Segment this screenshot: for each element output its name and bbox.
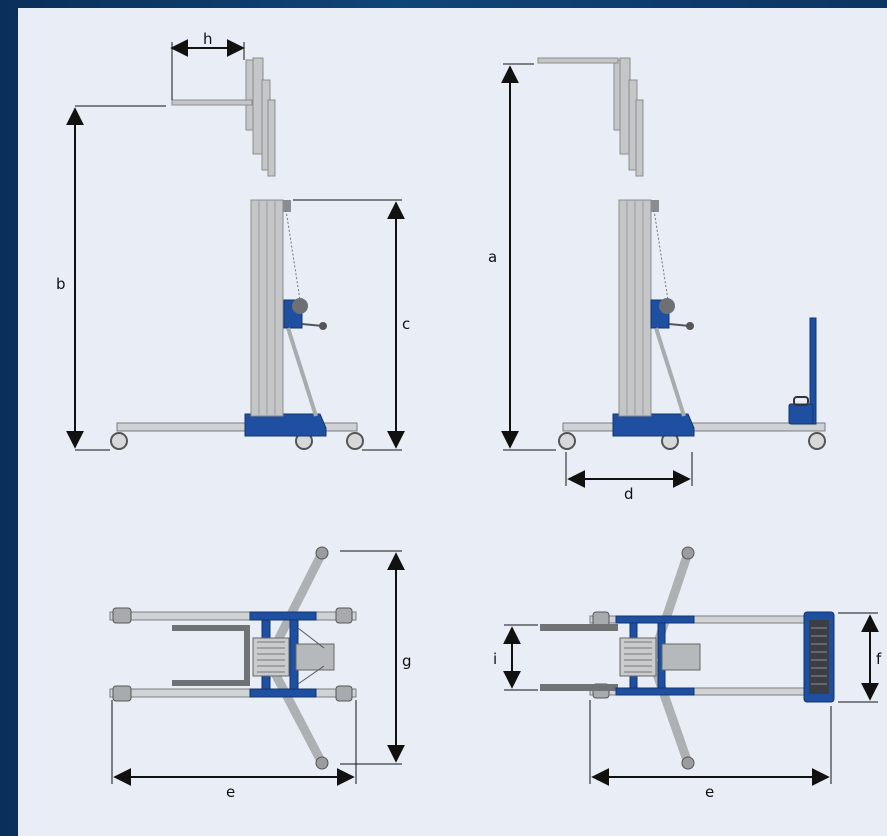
- label-a: a: [488, 248, 497, 266]
- fork: [537, 57, 619, 64]
- fork: [540, 624, 618, 631]
- fork: [172, 625, 250, 686]
- base-rail: [116, 422, 358, 432]
- side-view-left: [66, 39, 405, 451]
- top-view-right: [503, 546, 879, 786]
- wheel-icon: [558, 432, 576, 450]
- outrigger-leg: [263, 655, 327, 768]
- top-view-left: [109, 546, 405, 786]
- wheel-icon: [808, 432, 826, 450]
- label-c: c: [402, 315, 410, 333]
- blue-base: [249, 611, 317, 621]
- mast-top: [252, 637, 290, 677]
- label-g: g: [402, 652, 412, 670]
- label-d: d: [624, 485, 634, 503]
- label-i: i: [493, 650, 497, 668]
- wheel-icon: [110, 432, 128, 450]
- mast-top: [619, 637, 657, 677]
- counterweight: [788, 403, 814, 425]
- handle-bar: [809, 317, 817, 425]
- label-e-left: e: [226, 783, 235, 801]
- label-h: h: [203, 30, 213, 48]
- label-e-right: e: [705, 783, 714, 801]
- base-rail: [109, 688, 357, 698]
- label-f: f: [876, 650, 882, 668]
- blue-base: [244, 413, 327, 437]
- blue-base: [615, 615, 695, 624]
- blue-base: [612, 413, 695, 437]
- wheel-icon: [346, 432, 364, 450]
- base-rail: [109, 611, 357, 621]
- side-view-right: [501, 57, 826, 488]
- fork: [171, 99, 253, 106]
- label-b: b: [56, 275, 66, 293]
- outrigger-leg: [647, 655, 693, 768]
- diagram-panel: [18, 8, 887, 836]
